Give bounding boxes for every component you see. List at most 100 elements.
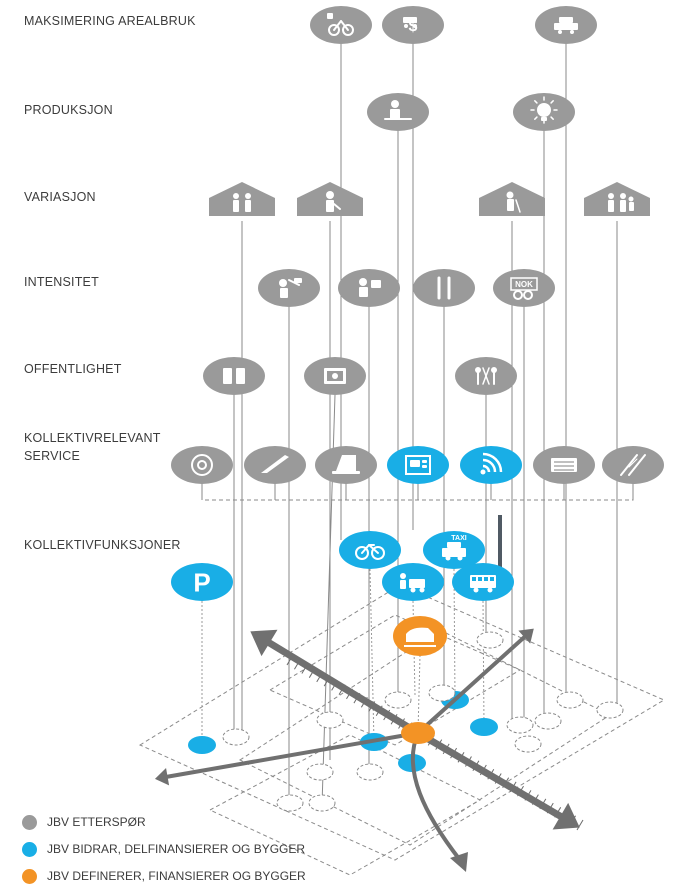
ground-marker (306, 763, 334, 781)
cycle-parking-icon (310, 6, 372, 44)
glyph-dot (404, 24, 408, 28)
glyph-stroke (628, 454, 646, 476)
light-bulb-icon (513, 93, 575, 131)
icon-badge (338, 269, 400, 307)
icon-badge (203, 357, 265, 395)
glyph-block (294, 278, 302, 283)
glyph-dot (279, 279, 287, 287)
icon-badge (493, 269, 555, 307)
train-icon (393, 616, 447, 656)
kiss-and-ride-icon (382, 563, 444, 601)
glyph-stroke (550, 116, 554, 120)
glyph-dot (326, 191, 334, 199)
glyph-dot (570, 30, 574, 34)
glyph-dot (457, 555, 463, 561)
ground-marker (514, 735, 542, 753)
glyph-stroke (628, 458, 638, 468)
ground-marker (534, 712, 562, 730)
icon-badge (460, 446, 522, 484)
icon-badge (602, 446, 664, 484)
glyph-block (384, 118, 412, 120)
ticket-machine-icon (387, 446, 449, 484)
glyph-dot (558, 30, 562, 34)
label-kollektivfunksjoner: KOLLEKTIVFUNKSJONER (24, 538, 181, 552)
glyph-frame (405, 455, 431, 475)
glyph-block (409, 579, 425, 588)
glyph-block (327, 13, 333, 19)
glyph-dot (413, 24, 417, 28)
glyph-train (406, 627, 434, 642)
glyph-stroke (361, 544, 370, 554)
awning-icon (244, 446, 306, 484)
icon-badge (382, 6, 444, 44)
connector-line (482, 600, 485, 728)
glyph-ring (355, 546, 369, 560)
glyph-dot (233, 193, 239, 199)
label-produksjon: PRODUKSJON (24, 103, 113, 117)
laptop-icon (315, 446, 377, 484)
connector-lines (201, 44, 634, 806)
hub-node (401, 722, 435, 744)
glyph-dot (475, 367, 481, 373)
ground-marker (384, 691, 412, 709)
icon-badge (339, 531, 401, 569)
glyph-dot (332, 373, 338, 379)
glyph-block (400, 580, 406, 589)
ground-marker (356, 763, 384, 781)
icon-badge (258, 269, 320, 307)
glyph-stroke (515, 199, 521, 213)
glyph-stroke (482, 367, 490, 385)
glyph-note (510, 277, 538, 291)
glyph-ring (523, 290, 533, 300)
ground-marker (316, 711, 344, 729)
ground-marker (596, 701, 624, 719)
glyph-stroke (333, 203, 341, 210)
glyph-block (332, 471, 360, 474)
ground-marker (222, 728, 250, 746)
label-variasjon: VARIASJON (24, 190, 96, 204)
worker-desk-icon (367, 93, 429, 131)
glyph-block (554, 23, 578, 30)
icon-text: NOK (515, 280, 533, 289)
glyph-block (620, 200, 626, 212)
ground-markers (188, 631, 624, 812)
parking-icon: P (171, 563, 233, 601)
icon-badge (310, 6, 372, 44)
glyph-stroke (550, 100, 554, 104)
wifi-icon (460, 446, 522, 484)
glyph-dot (419, 587, 425, 593)
glyph-dot (480, 469, 486, 475)
glyph-block (507, 199, 514, 211)
road-curve-head (450, 852, 468, 872)
glyph-block (233, 200, 239, 212)
house-badge (209, 182, 275, 216)
glyph-ring (328, 24, 340, 36)
label-offentlighet: OFFENTLIGHET (24, 362, 122, 376)
rail-arrow-se-head (552, 802, 580, 830)
glyph-stroke (288, 279, 300, 286)
glyph-screen (336, 455, 356, 471)
glyph-block (410, 460, 420, 467)
ground-marker-filled (188, 736, 216, 754)
legend: JBV ETTERSPØR JBV BIDRAR, DELFINANSIERER… (22, 812, 422, 893)
cutlery-icon (413, 269, 475, 307)
glyph-block (559, 17, 573, 23)
house-badge (584, 182, 650, 216)
office-worker-icon (338, 269, 400, 307)
glyph-dot (491, 367, 497, 373)
plan-outline (268, 614, 522, 746)
ground-marker (506, 716, 534, 734)
glyph-block (442, 548, 466, 557)
glyph-awning (261, 455, 289, 473)
icon-badge (413, 269, 475, 307)
glyph-block (359, 287, 368, 297)
glyph-block (371, 280, 381, 288)
icon-badge (171, 446, 233, 484)
glyph-block (236, 368, 245, 384)
glyph-block (629, 202, 634, 211)
ground-marker (276, 794, 304, 812)
road-arrow-ne-head (518, 628, 534, 644)
ground-marker (556, 691, 584, 709)
